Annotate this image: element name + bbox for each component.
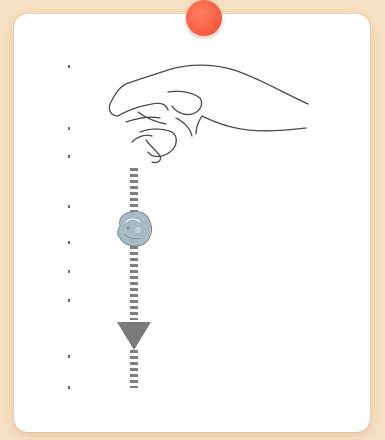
stone-icon xyxy=(118,211,152,246)
scale-tick xyxy=(68,270,70,273)
scale-tick xyxy=(68,241,70,244)
down-arrow-icon xyxy=(117,322,151,350)
hand-sketch-icon xyxy=(109,65,308,162)
scale-tick xyxy=(68,355,70,358)
scale-tick xyxy=(68,299,70,302)
scale-tick xyxy=(68,155,70,158)
scale-tick xyxy=(68,205,70,208)
scale-ticks xyxy=(68,65,70,389)
scale-tick xyxy=(68,386,70,389)
scale-tick xyxy=(68,127,70,130)
scale-tick xyxy=(68,65,70,68)
